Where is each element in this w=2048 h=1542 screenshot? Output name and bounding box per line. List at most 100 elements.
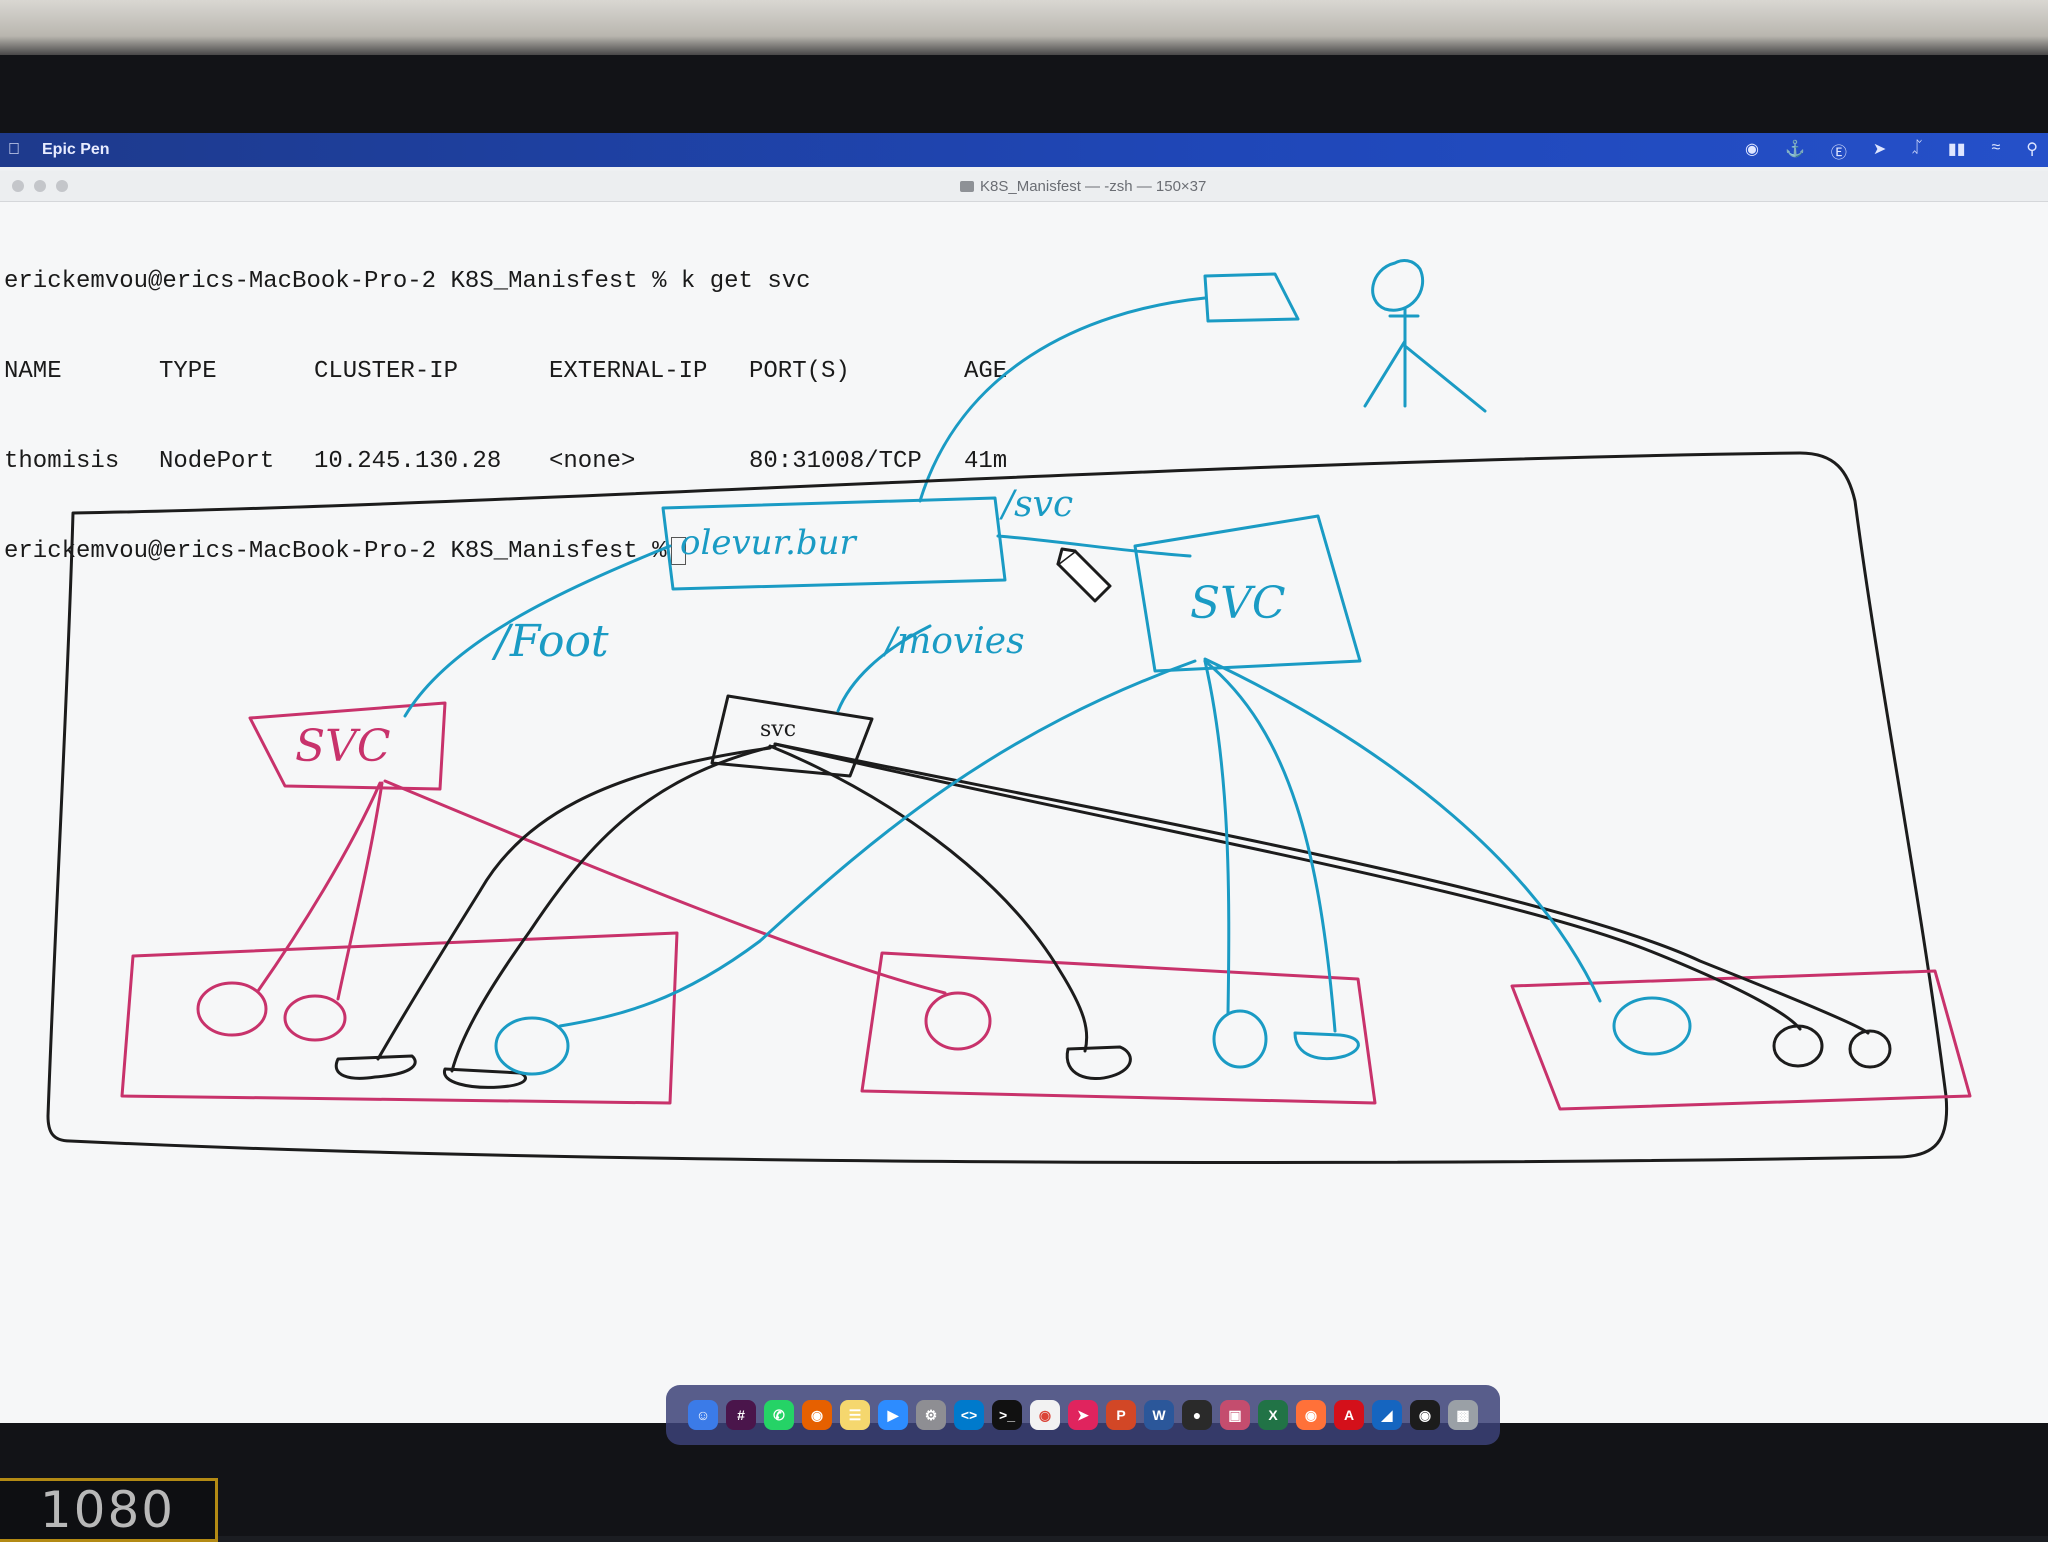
docker-icon[interactable]: ⚓ [1784,141,1805,158]
svc-middle-label: svc [760,717,796,742]
ingress-label: olevur.bur [680,523,858,563]
bluetooth-icon[interactable]: ᛢ [1912,139,1922,156]
whatsapp-icon[interactable]: ✆ [764,1400,794,1430]
header-ports: PORT(S) [749,358,850,385]
header-age: AGE [964,358,1008,385]
apple-icon[interactable]:  [8,141,28,159]
load-balancer-box [1203,272,1300,323]
firefox-icon[interactable]: ◉ [802,1400,832,1430]
shortcut-icon[interactable]: ➤ [1872,141,1887,158]
photo-background [0,0,2048,60]
lb-to-ingress-line [918,296,1207,503]
table-header: NAME TYPE CLUSTER-IP EXTERNAL-IP PORT(S)… [4,357,1007,387]
send-icon[interactable]: ➤ [1068,1400,1098,1430]
screen:  Epic Pen ◉ ⚓ Ⓔ ➤ ᛢ ▮▮ ≈ ⚲ K8S_Manisfes… [0,133,2048,1423]
terminal-title-bar: K8S_Manisfest — -zsh — 150×37 [0,171,2048,202]
cell-external-ip: <none> [549,448,636,475]
svc-left-label: SVC [295,721,391,772]
node-3-box [1510,969,1972,1111]
onepassword-icon[interactable]: Ⓔ [1830,145,1847,162]
prompt-line: erickemvou@erics-MacBook-Pro-2 K8S_Manis… [4,538,667,565]
pod-blue-3 [1293,1031,1360,1061]
powerpoint-icon[interactable]: P [1106,1400,1136,1430]
status-icons: ◉ ⚓ Ⓔ ➤ ᛢ ▮▮ ≈ ⚲ [1745,139,2038,163]
cell-type: NodePort [159,448,275,475]
window-title: K8S_Manisfest — -zsh — 150×37 [960,178,1206,195]
svc-right-label: SVC [1190,578,1286,629]
firefox-dev-icon[interactable]: ◉ [1296,1400,1326,1430]
monitor-resolution-badge: 1080 [0,1478,218,1542]
lens-icon[interactable]: ◉ [1410,1400,1440,1430]
settings-icon[interactable]: ⚙ [916,1400,946,1430]
pod-black-3 [1065,1045,1132,1081]
pod-red-3 [924,991,992,1051]
dock: ☺ # ✆ ◉ ☰ ▶ ⚙ <> >_ ◉ ➤ P W ● ▣ X ◉ A ◢ … [666,1385,1500,1445]
header-type: TYPE [159,358,217,385]
svc-middle-box [710,694,874,778]
slack-icon[interactable]: # [726,1400,756,1430]
vscode-icon[interactable]: <> [954,1400,984,1430]
zoom-icon[interactable]: ▶ [878,1400,908,1430]
lastpass-icon[interactable]: ◉ [1744,141,1759,158]
node-1-box [120,931,679,1105]
acrobat-icon[interactable]: A [1334,1400,1364,1430]
app-icon[interactable]: ● [1182,1400,1212,1430]
svc-right-connections [558,657,1602,1033]
cell-ports: 80:31008/TCP [749,448,922,475]
finder-icon[interactable]: ☺ [688,1400,718,1430]
pod-blue-4 [1612,996,1692,1056]
user-figure [1363,259,1487,413]
pod-black-1 [334,1054,417,1080]
minimize-button[interactable] [34,180,46,192]
path-svc-label: /svc [999,484,1073,525]
wifi-icon[interactable]: ≈ [1991,139,2001,156]
terminal-output: erickemvou@erics-MacBook-Pro-2 K8S_Manis… [4,207,1007,627]
svc-left-connections [256,779,947,1001]
chrome-icon[interactable]: ◉ [1030,1400,1060,1430]
terminal-window[interactable]: K8S_Manisfest — -zsh — 150×37 erickemvou… [0,171,2048,1423]
folder-icon [960,181,974,192]
trash-icon[interactable]: ▩ [1448,1400,1478,1430]
preview-icon[interactable]: ▣ [1220,1400,1250,1430]
close-button[interactable] [12,180,24,192]
terminal-icon[interactable]: >_ [992,1400,1022,1430]
pod-blue-1 [494,1016,570,1076]
menu-bar:  Epic Pen ◉ ⚓ Ⓔ ➤ ᛢ ▮▮ ≈ ⚲ [0,133,2048,167]
battery-icon[interactable]: ▮▮ [1947,141,1966,158]
header-name: NAME [4,358,62,385]
pod-blue-2 [1212,1009,1268,1069]
path-root-label: /Foot [491,616,609,667]
pod-black-2 [443,1067,527,1089]
ingress-controller-box [661,496,1007,591]
node-2-box [860,951,1377,1105]
notes-icon[interactable]: ☰ [840,1400,870,1430]
cell-age: 41m [964,448,1008,475]
ingress-to-svc-right-line [996,534,1192,558]
pen-annotation-canvas[interactable]: olevur.bur SVC /svc SVC /Foot svc /movie… [0,171,2048,1423]
svc-left-box [248,701,447,791]
svc-middle-connections [376,742,1870,1073]
app-name[interactable]: Epic Pen [42,141,110,158]
cell-cluster-ip: 10.245.130.28 [314,448,502,475]
svc-right-box [1133,514,1362,673]
table-row: thomisis NodePort 10.245.130.28 <none> 8… [4,447,1007,477]
pen-cursor-icon [1056,547,1112,603]
excel-icon[interactable]: X [1258,1400,1288,1430]
cell-name: thomisis [4,448,120,475]
pod-red-2 [283,994,347,1042]
command-line: erickemvou@erics-MacBook-Pro-2 K8S_Manis… [4,268,811,295]
text-cursor[interactable] [670,537,686,565]
ingress-to-svc-middle-line [836,624,932,713]
cluster-boundary [46,451,1949,1164]
ingress-to-svc-left-line [403,544,672,718]
header-external-ip: EXTERNAL-IP [549,358,708,385]
search-icon[interactable]: ⚲ [2026,141,2038,158]
header-cluster-ip: CLUSTER-IP [314,358,459,385]
app-blue-icon[interactable]: ◢ [1372,1400,1402,1430]
pod-black-4 [1772,1024,1824,1068]
path-movies-label: /movies [882,621,1025,662]
zoom-button[interactable] [56,180,68,192]
pod-black-5 [1848,1029,1892,1069]
word-icon[interactable]: W [1144,1400,1174,1430]
pod-red-1 [196,981,268,1037]
